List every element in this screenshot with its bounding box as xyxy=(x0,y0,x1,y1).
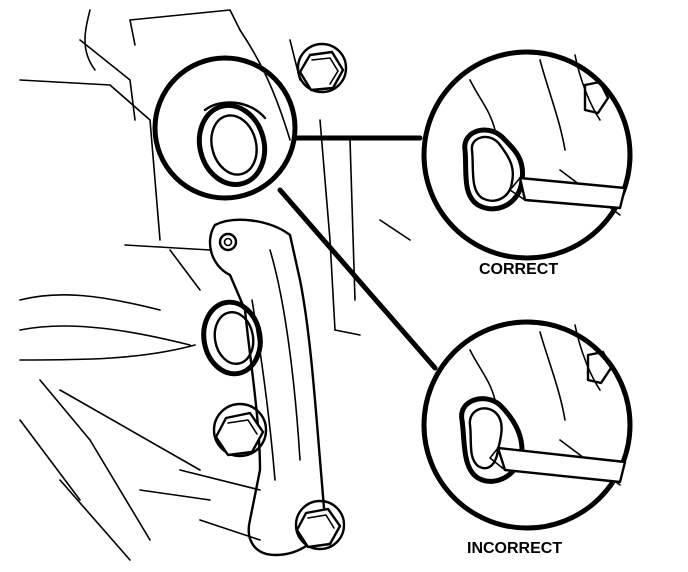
bolt-middle xyxy=(212,402,268,458)
label-incorrect: INCORRECT xyxy=(467,540,562,557)
detail-incorrect xyxy=(421,319,633,531)
bolt-bottom xyxy=(294,499,346,551)
label-correct: CORRECT xyxy=(479,261,558,278)
engine-housing xyxy=(19,9,411,561)
seal-lower xyxy=(201,299,263,377)
seal-upper xyxy=(196,101,268,188)
magnifier-circle xyxy=(152,55,298,201)
leader-line-incorrect xyxy=(277,187,438,371)
bolt-top xyxy=(296,42,348,94)
detail-correct xyxy=(421,49,633,261)
